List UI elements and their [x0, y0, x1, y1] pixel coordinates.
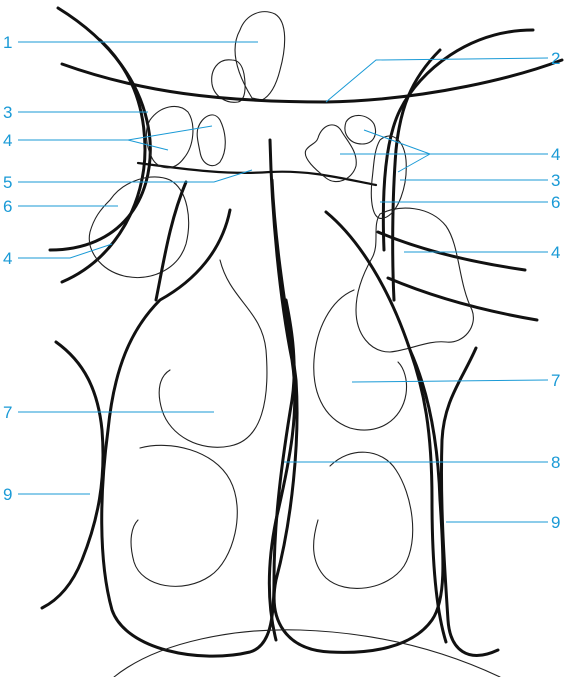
- label-6-left: 6: [3, 197, 12, 216]
- leader-4-right-upper-c: [398, 154, 430, 172]
- left-swirl-lower: [131, 445, 237, 586]
- right-diagonal-line-2: [388, 278, 537, 320]
- left-outer-wall: [42, 342, 103, 608]
- fragment-left-b: [197, 115, 225, 166]
- fragment-left-a: [146, 106, 193, 167]
- label-3-left: 3: [3, 103, 12, 122]
- left-outer-arch: [50, 8, 150, 250]
- leader-4-left-lower: [18, 244, 112, 258]
- right-swirl-lower: [314, 452, 413, 588]
- label-2: 2: [551, 49, 560, 68]
- label-6-right: 6: [551, 193, 560, 212]
- leader-4-left-upper: [18, 126, 212, 140]
- label-7-left: 7: [3, 403, 12, 422]
- label-1: 1: [3, 33, 12, 52]
- right-outer-arch: [383, 30, 533, 250]
- central-septum-right: [326, 212, 446, 642]
- left-swirl-upper: [159, 260, 267, 447]
- left-chamber-inner: [156, 182, 186, 300]
- label-8: 8: [551, 453, 560, 472]
- bottom-arc: [114, 630, 500, 677]
- right-inner-arch: [393, 50, 440, 300]
- label-9-left: 9: [3, 485, 12, 504]
- label-4-right-lower: 4: [551, 243, 560, 262]
- label-4-left-lower: 4: [3, 249, 12, 268]
- label-4-left-upper: 4: [3, 131, 12, 150]
- label-9-right: 9: [551, 513, 560, 532]
- leader-7-right: [352, 380, 548, 382]
- right-outer-wall: [441, 348, 498, 655]
- drawing: [42, 8, 562, 677]
- right-swirl-upper: [314, 290, 407, 430]
- right-lobe-outline: [356, 208, 473, 352]
- label-5: 5: [3, 173, 12, 192]
- label-7-right: 7: [551, 371, 560, 390]
- label-3-right: 3: [551, 171, 560, 190]
- fragment-right-b: [345, 115, 376, 144]
- label-4-right-upper: 4: [551, 145, 560, 164]
- right-chamber-outline: [272, 180, 443, 652]
- top-structure-outline: [235, 12, 285, 100]
